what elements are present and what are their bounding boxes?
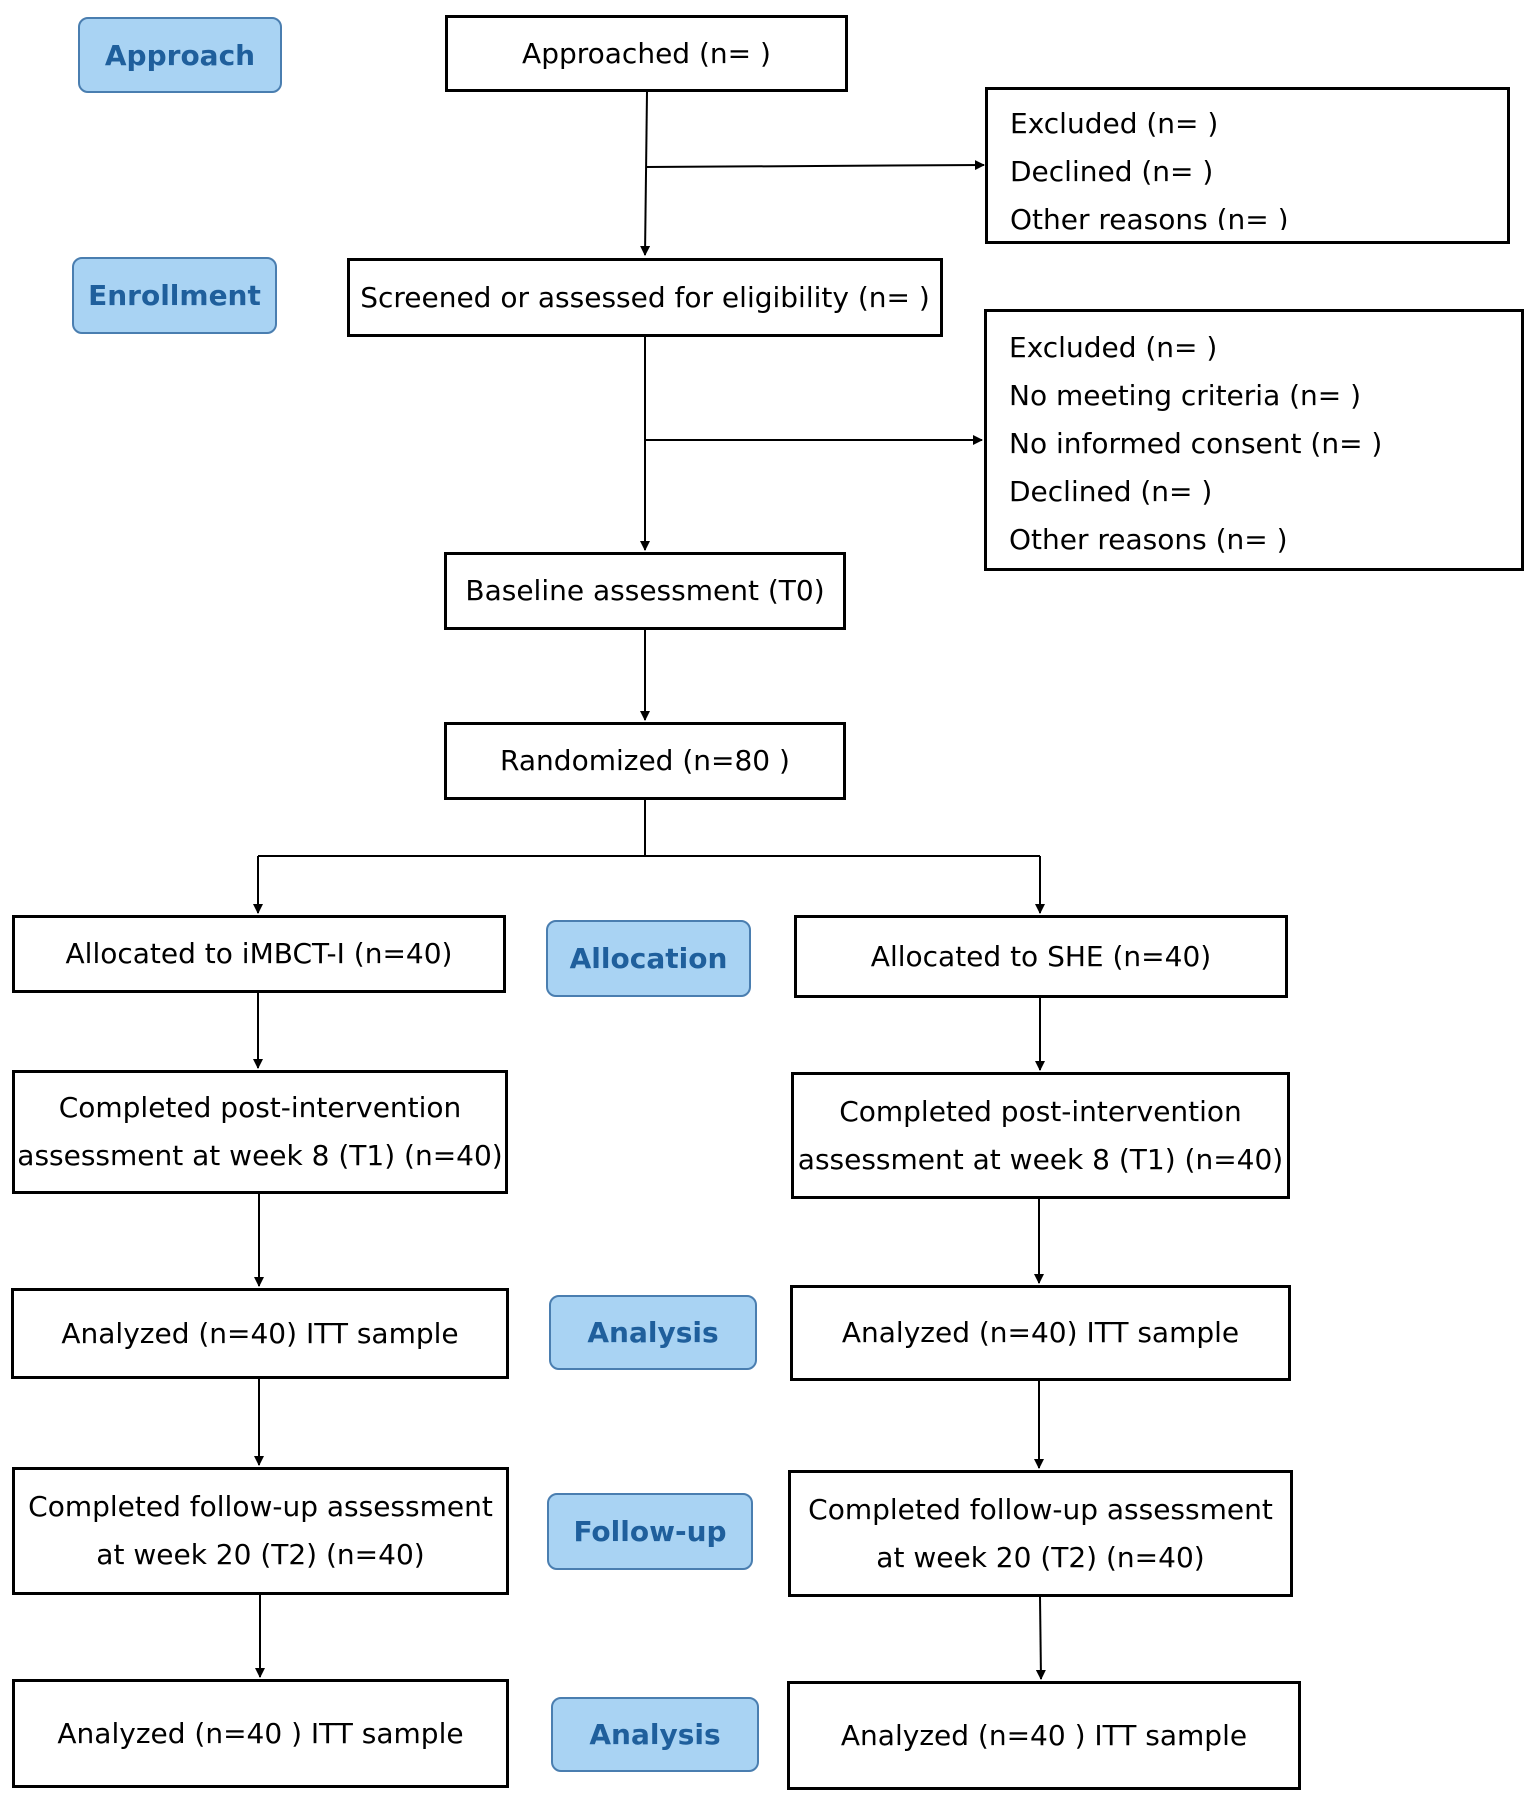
- screened-label: Screened or assessed for eligibility (n=…: [360, 280, 930, 314]
- screened-box: Screened or assessed for eligibility (n=…: [347, 258, 943, 337]
- alloc-right-box: Allocated to SHE (n=40): [794, 915, 1288, 998]
- excluded2-line: Declined (n= ): [1009, 475, 1213, 508]
- analyzed-left-1-box: Analyzed (n=40) ITT sample: [11, 1288, 509, 1379]
- post-left-line: Completed post-intervention: [58, 1091, 462, 1124]
- alloc-right-label: Allocated to SHE (n=40): [870, 939, 1212, 973]
- follow-right-line: at week 20 (T2) (n=40): [876, 1540, 1205, 1574]
- excluded2-line: No informed consent (n= ): [1009, 427, 1383, 460]
- arrow-to-excluded1: [645, 160, 985, 171]
- approached-box: Approached (n= ): [445, 15, 848, 92]
- stage-enrollment: Enrollment: [72, 257, 277, 334]
- excluded1-line: Excluded (n= ): [1010, 107, 1219, 140]
- arrow-right-follow-analysis: [1035, 1596, 1046, 1680]
- baseline-label: Baseline assessment (T0): [465, 574, 825, 607]
- analyzed-left-1-label: Analyzed (n=40) ITT sample: [61, 1316, 459, 1350]
- follow-left-line: at week 20 (T2) (n=40): [96, 1538, 425, 1571]
- post-right-line: assessment at week 8 (T1) (n=40): [797, 1142, 1284, 1176]
- alloc-left-box: Allocated to iMBCT-I (n=40): [12, 915, 506, 993]
- follow-right-box: Completed follow-up assessment at week 2…: [788, 1470, 1293, 1597]
- analyzed-right-1-label: Analyzed (n=40) ITT sample: [841, 1316, 1240, 1349]
- post-left-box: Completed post-intervention assessment a…: [12, 1070, 508, 1194]
- analyzed-left-2-label: Analyzed (n=40 ) ITT sample: [57, 1716, 464, 1750]
- randomized-label: Randomized (n=80 ): [500, 744, 790, 777]
- stage-follow-up: Follow-up: [547, 1493, 753, 1570]
- post-right-line: Completed post-intervention: [839, 1094, 1242, 1128]
- excluded2-line: Excluded (n= ): [1009, 331, 1218, 364]
- stage-allocation: Allocation: [546, 920, 751, 997]
- arrow-approached-screened: [640, 91, 651, 256]
- randomized-box: Randomized (n=80 ): [444, 722, 846, 800]
- stage-analysis-2: Analysis: [551, 1697, 759, 1772]
- excluded2-line: Other reasons (n= ): [1009, 523, 1288, 556]
- follow-right-line: Completed follow-up assessment: [808, 1492, 1273, 1526]
- baseline-box: Baseline assessment (T0): [444, 552, 846, 630]
- analyzed-right-1-box: Analyzed (n=40) ITT sample: [790, 1285, 1291, 1381]
- follow-left-line: Completed follow-up assessment: [28, 1490, 493, 1523]
- follow-left-box: Completed follow-up assessment at week 2…: [12, 1467, 509, 1595]
- approached-label: Approached (n= ): [522, 36, 771, 70]
- stage-analysis-1: Analysis: [549, 1295, 757, 1370]
- excluded-box-1: Excluded (n= ) Declined (n= ) Other reas…: [985, 87, 1510, 244]
- post-right-box: Completed post-intervention assessment a…: [791, 1072, 1290, 1199]
- post-left-line: assessment at week 8 (T1) (n=40): [17, 1139, 503, 1172]
- analyzed-right-2-label: Analyzed (n=40 ) ITT sample: [840, 1718, 1248, 1752]
- excluded-box-2: Excluded (n= ) No meeting criteria (n= )…: [984, 309, 1524, 571]
- excluded1-line: Declined (n= ): [1010, 155, 1214, 188]
- excluded1-line: Other reasons (n= ): [1010, 203, 1289, 230]
- alloc-left-label: Allocated to iMBCT-I (n=40): [65, 937, 453, 970]
- stage-approach: Approach: [78, 17, 282, 93]
- excluded2-line: No meeting criteria (n= ): [1009, 379, 1362, 412]
- analyzed-right-2-box: Analyzed (n=40 ) ITT sample: [787, 1681, 1301, 1790]
- analyzed-left-2-box: Analyzed (n=40 ) ITT sample: [12, 1679, 509, 1788]
